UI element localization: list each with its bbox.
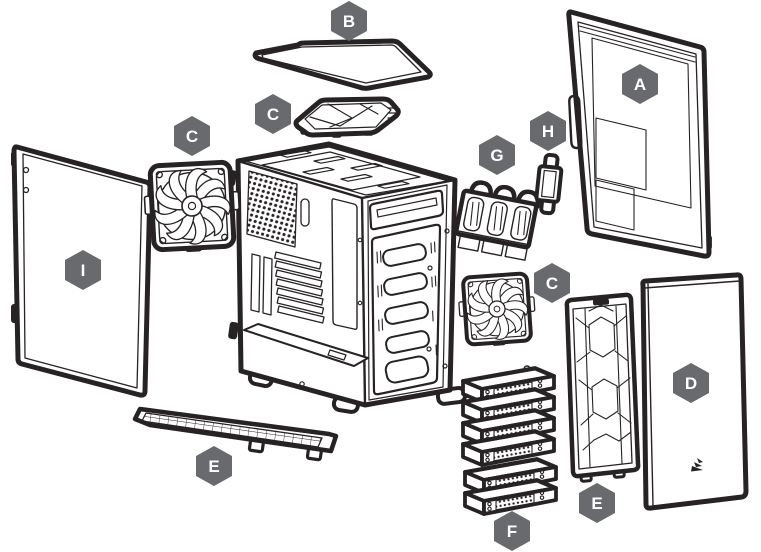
part-front-dust-filter — [564, 292, 641, 483]
label-badge-g: G — [479, 135, 515, 175]
label-letter: I — [80, 260, 86, 280]
hex-lattice — [575, 304, 632, 468]
case-chassis — [226, 141, 468, 414]
part-front-fan — [457, 273, 537, 348]
label-letter: A — [633, 74, 647, 94]
part-bottom-dust-filter — [132, 406, 339, 462]
label-letter: B — [342, 11, 356, 31]
part-top-fan — [293, 96, 401, 138]
rear-mesh — [246, 170, 298, 248]
part-top-panel — [252, 38, 433, 91]
label-letter: E — [208, 456, 220, 476]
label-letter: C — [545, 273, 559, 293]
filter-mesh — [141, 412, 323, 448]
label-badge-f: F — [494, 511, 530, 551]
label-letter: F — [506, 521, 518, 541]
part-drive-tray-stack — [461, 365, 558, 516]
expansion-slots — [274, 251, 325, 324]
label-letter: H — [541, 121, 555, 141]
label-letter: D — [684, 373, 698, 393]
label-letter: C — [185, 126, 199, 146]
label-letter: C — [266, 104, 280, 124]
part-h-bracket — [534, 152, 564, 216]
top-vent-slots — [279, 149, 410, 189]
part-side-fan — [143, 162, 241, 254]
label-letter: E — [591, 493, 603, 513]
corsair-sails-logo — [691, 458, 703, 472]
part-window-side-panel — [566, 9, 712, 259]
front-frame-cutouts — [382, 243, 430, 384]
window-outline — [591, 37, 692, 209]
part-g-bracket — [453, 180, 541, 261]
label-letter: G — [490, 145, 504, 165]
psu-shroud — [243, 323, 369, 367]
panel-handle — [568, 94, 583, 150]
motherboard-tray-window — [331, 198, 358, 330]
